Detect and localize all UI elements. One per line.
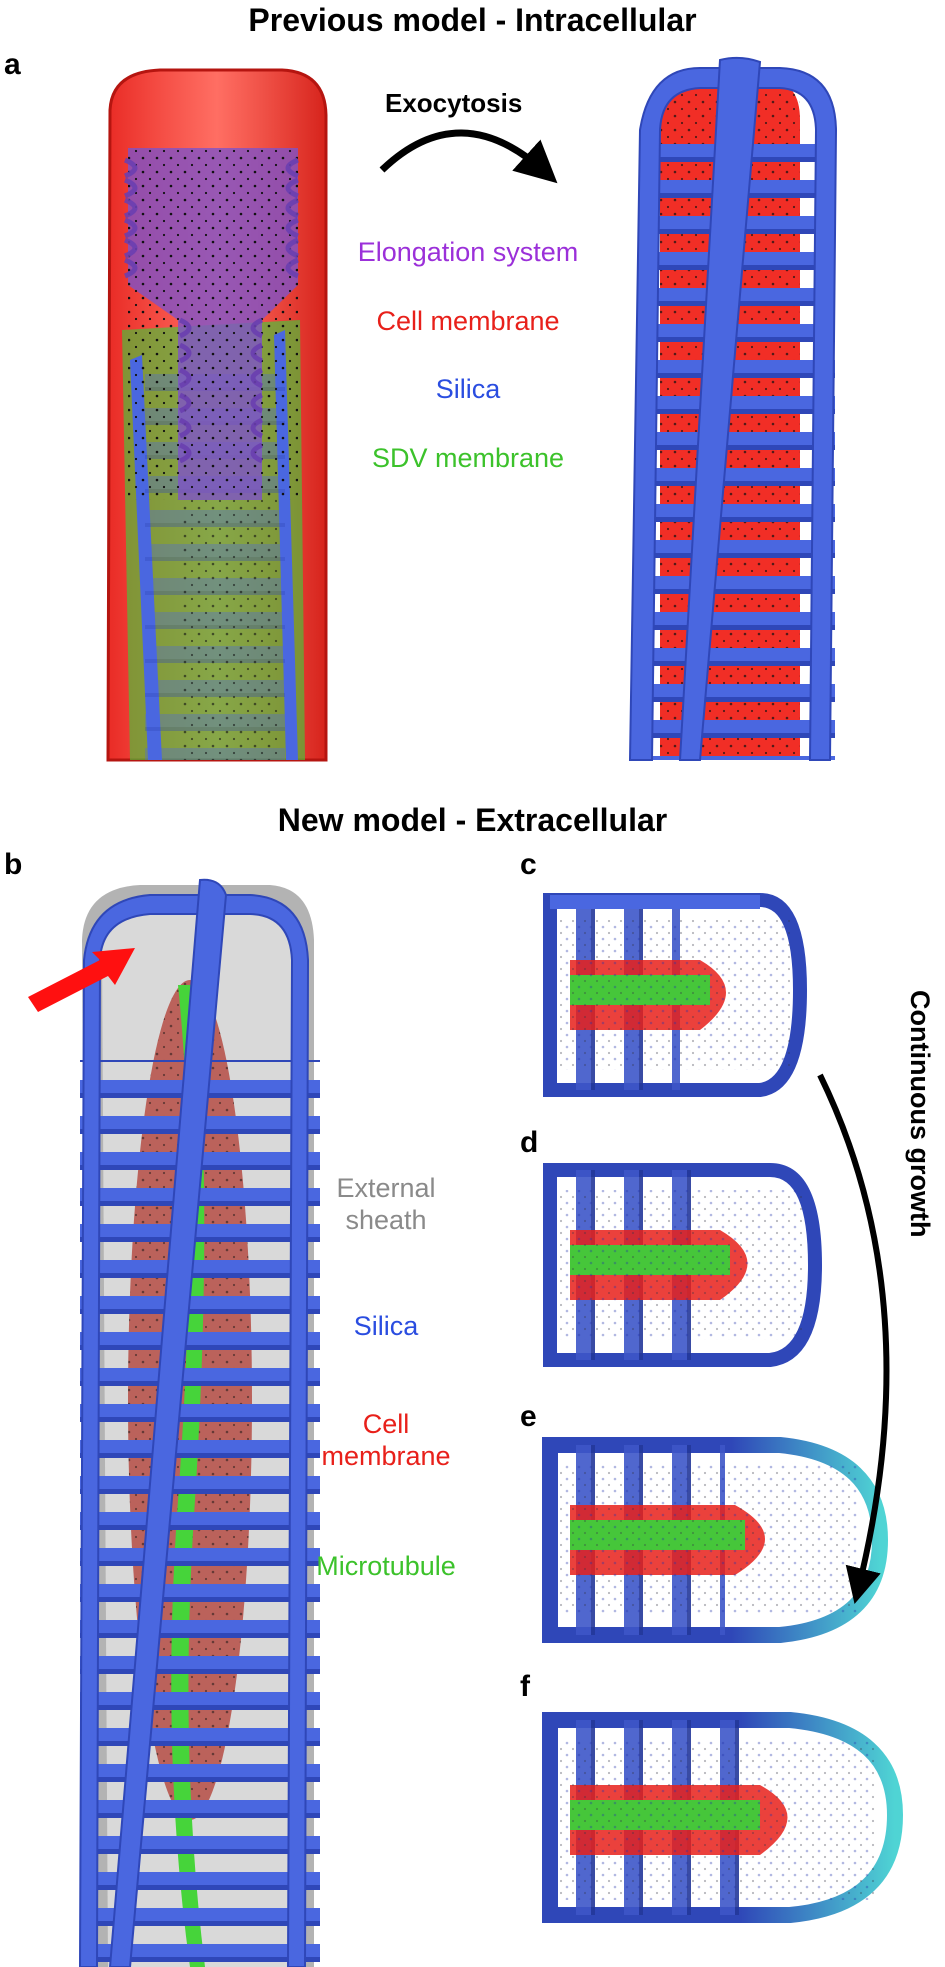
- legend-cell-membrane-b: Cell membrane: [306, 1408, 466, 1473]
- panel-label-c: c: [520, 848, 537, 881]
- bottom-title: New model - Extracellular: [277, 802, 668, 838]
- panel-a-silica-frustule: [628, 56, 838, 761]
- panel-label-b: b: [4, 848, 23, 881]
- panel-c-tip: [543, 893, 808, 1097]
- legend-elongation-system: Elongation system: [357, 237, 579, 267]
- continuous-growth-label: Continuous growth: [905, 990, 935, 1238]
- legend-cell-membrane-a: Cell membrane: [376, 306, 560, 336]
- panel-label-f: f: [520, 1670, 530, 1703]
- red-pointer-arrow: [28, 948, 135, 1012]
- exocytosis-label: Exocytosis: [385, 88, 523, 118]
- panel-label-d: d: [520, 1126, 539, 1159]
- legend-microtubule: Microtubule: [316, 1551, 456, 1581]
- continuous-growth-arrow: [817, 1073, 890, 1604]
- panel-e-tip: [542, 1437, 889, 1643]
- legend-silica-a: Silica: [435, 374, 501, 404]
- panel-a-intracellular-cell: [106, 68, 328, 762]
- legend-sdv-membrane: SDV membrane: [371, 443, 565, 473]
- legend-cell-membrane-b-line1: Cell: [362, 1409, 410, 1439]
- legend-external-sheath-line2: sheath: [345, 1205, 427, 1236]
- panel-b-extracellular-model: [28, 878, 320, 1967]
- legend-cell-membrane-b-line2: membrane: [321, 1441, 451, 1472]
- legend-silica-b: Silica: [353, 1311, 419, 1341]
- panel-label-e: e: [520, 1400, 537, 1433]
- exocytosis-arrow: [379, 129, 558, 184]
- legend-external-sheath: External sheath: [306, 1172, 466, 1237]
- panel-d-tip: [543, 1163, 823, 1367]
- legend-external-sheath-line1: External: [336, 1173, 436, 1203]
- top-title: Previous model - Intracellular: [248, 2, 697, 38]
- panel-label-a: a: [4, 48, 21, 81]
- panel-f-tip: [542, 1712, 904, 1923]
